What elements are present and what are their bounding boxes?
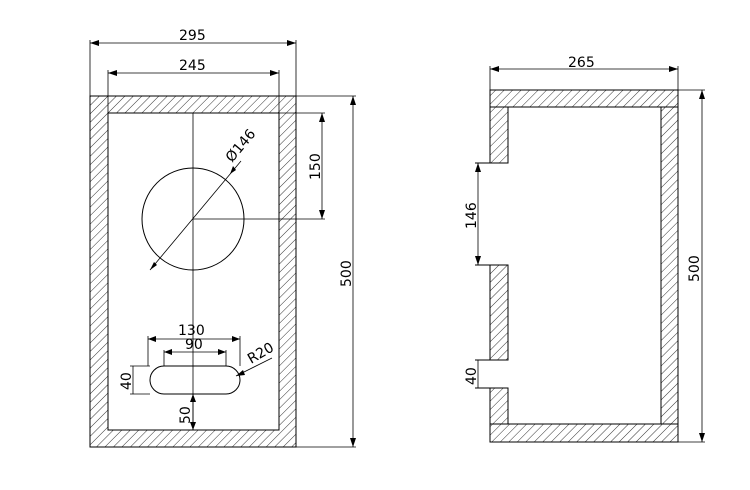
diameter-leader [149, 160, 242, 271]
dim-50-arrow-bottom [190, 422, 196, 430]
front-height-label: 500 [339, 260, 355, 287]
side-left-wall-middle [489, 264, 509, 361]
port-straight-label: 90 [185, 337, 203, 353]
side-bottom-wall [489, 423, 679, 443]
port-length-label: 130 [178, 323, 205, 339]
side-left-wall-lower [489, 387, 509, 425]
port-slot [149, 365, 241, 395]
diameter-arrow-1 [150, 262, 157, 270]
side-view: 265 500 146 40 [464, 55, 705, 443]
outer-width-label: 295 [179, 28, 206, 44]
dim-245-arrow-right [270, 70, 279, 76]
port-bottom-offset-label: 50 [178, 406, 194, 424]
dim-146-arrow-bottom [475, 256, 481, 265]
side-depth-label: 265 [568, 55, 595, 71]
dim-side-500-arrow-bottom [699, 433, 705, 442]
side-top-wall [489, 89, 679, 108]
dim-50-arrow-top [190, 394, 196, 402]
dim-90-arrow-left [164, 349, 172, 355]
dim-146-arrow-top [475, 163, 481, 172]
side-right-wall [660, 106, 679, 425]
dim-side-500-arrow-top [699, 90, 705, 99]
front-view: Ø146 150 500 295 245 [89, 28, 356, 448]
side-port-height-label: 40 [464, 367, 480, 385]
port-height-label: 40 [119, 372, 135, 390]
side-cutout-height-label: 146 [464, 202, 480, 229]
dim-500-arrow-bottom [350, 438, 356, 447]
dim-265-arrow-right [669, 66, 678, 72]
radius-arrow [236, 370, 245, 376]
dim-150-arrow-bottom [319, 210, 325, 219]
inner-width-label: 245 [179, 58, 206, 74]
dim-265-arrow-left [490, 66, 499, 72]
dim-295-arrow-right [287, 40, 296, 46]
side-height-label: 500 [687, 255, 703, 282]
dim-245-arrow-left [108, 70, 117, 76]
hole-offset-label: 150 [308, 153, 324, 180]
diameter-arrow-2 [230, 166, 236, 174]
hole-diameter-label: Ø146 [223, 126, 260, 165]
dim-150-arrow-top [319, 113, 325, 122]
dim-500-arrow-top [350, 96, 356, 105]
dim-130-arrow-left [148, 336, 156, 342]
dim-130-arrow-right [232, 336, 240, 342]
dim-295-arrow-left [90, 40, 99, 46]
side-left-wall-upper [489, 106, 509, 164]
dim-90-arrow-right [218, 349, 226, 355]
